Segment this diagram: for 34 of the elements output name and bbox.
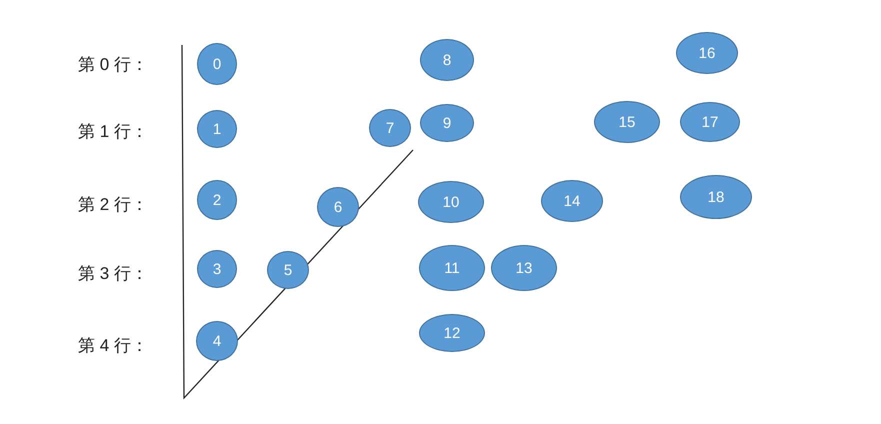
node-number: 2 [212, 192, 222, 208]
number-ellipse [196, 321, 238, 361]
node-number: 5 [284, 262, 292, 278]
row-label: 第 3 行： [78, 263, 148, 285]
node-number: 16 [698, 44, 716, 62]
row-label: 第 1 行： [78, 121, 148, 143]
number-ellipse [369, 109, 411, 147]
number-ellipse [197, 250, 237, 288]
node-number: 12 [444, 324, 460, 342]
node-number: 15 [618, 114, 636, 130]
row-label: 第 0 行： [78, 54, 148, 76]
node-number: 10 [442, 194, 460, 210]
number-ellipse [197, 43, 237, 85]
node-number: 9 [442, 114, 452, 132]
node-number: 18 [708, 188, 724, 206]
node-number: 3 [212, 260, 222, 278]
number-ellipse [317, 187, 359, 227]
node-number: 4 [212, 332, 222, 350]
node-number: 11 [444, 260, 460, 276]
number-ellipse [197, 110, 237, 148]
node-number: 8 [442, 52, 452, 68]
node-number: 14 [564, 192, 580, 210]
node-number: 13 [516, 260, 532, 276]
node-number: 6 [334, 198, 342, 216]
node-number: 1 [212, 120, 222, 138]
node-number: 0 [212, 56, 222, 72]
number-ellipse [420, 104, 474, 142]
node-number: 7 [386, 120, 394, 136]
node-number: 17 [702, 114, 718, 130]
number-ellipse [267, 251, 309, 289]
number-ellipse [197, 180, 237, 220]
row-label: 第 4 行： [78, 335, 148, 357]
number-ellipse [420, 39, 474, 81]
row-label: 第 2 行： [78, 194, 148, 216]
